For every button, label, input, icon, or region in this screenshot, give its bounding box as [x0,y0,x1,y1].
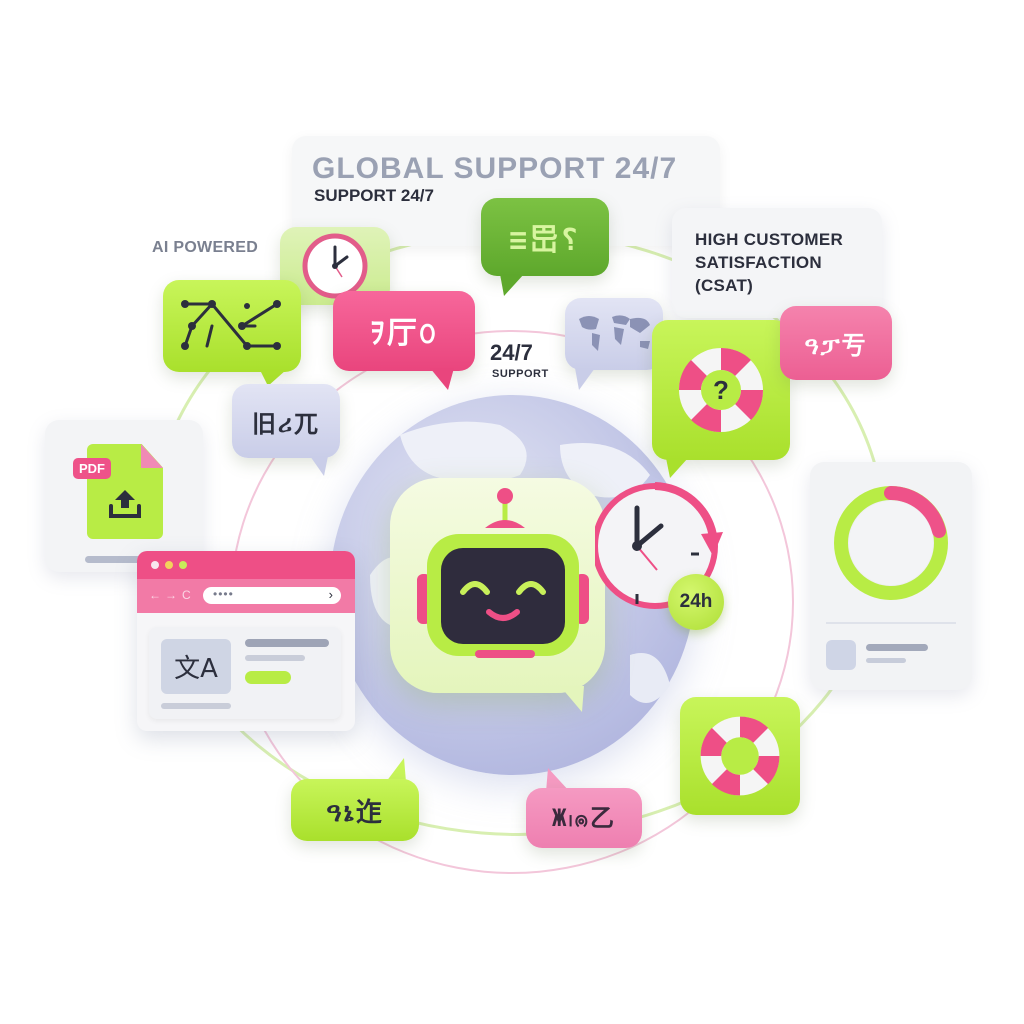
pdf-upload-card: PDF [45,420,203,572]
script-glyph: Ж၊ၐ乙 [552,804,616,832]
ai-powered-label: AI POWERED [152,239,259,256]
script-glyph: 旧ሪ兀 [251,409,321,438]
text-line [866,644,928,651]
text-line [866,658,906,663]
bubble-tail [386,758,406,782]
support-247-label: 24/7 [490,340,533,365]
translate-icon: 文A [161,639,231,694]
reload-button[interactable]: C [182,588,191,602]
support-label: SUPPORT [492,368,549,380]
browser-titlebar [137,551,355,579]
text-line [245,655,305,661]
window-dot [165,561,173,569]
circuit-icon [181,300,281,350]
go-button[interactable]: › [328,587,333,602]
bubble-tail [310,456,328,476]
browser-content: 文A [149,627,341,719]
csat-card [672,208,882,318]
forward-button[interactable]: → [165,588,177,602]
script-glyph: ≡岊⸮ [508,223,582,258]
divider [826,622,956,624]
avatar-placeholder [826,640,856,670]
24h-badge: 24h [668,574,724,630]
text-line [245,639,329,647]
csat-chart-card [810,462,972,690]
address-bar[interactable]: •••• › [203,587,341,604]
bubble-tail [575,368,595,390]
upload-icon [109,490,141,518]
bubble-help: ? [652,320,790,460]
address-text: •••• [213,587,234,601]
robot-icon [417,488,589,658]
browser-toolbar: ← → C •••• › [137,579,355,613]
bubble-lifebuoy [680,697,800,815]
bubble-pink-script: ｦ厅௦ [333,291,475,371]
page-title: GLOBAL SUPPORT 24/7 [312,152,678,185]
svg-text:?: ? [713,375,729,405]
bubble-lavender-script: 旧ሪ兀 [232,384,340,458]
bubble-tail [666,458,688,478]
csat-label: HIGH CUSTOMER SATISFACTION (CSAT) [695,230,844,295]
script-glyph: ዓኔ迮 [326,797,384,828]
browser-window: ← → C •••• › 文A [137,551,355,731]
window-dot [179,561,187,569]
bubble-top-green: ≡岊⸮ [481,198,609,276]
bubble-tail [560,686,584,712]
bubble-tail [500,274,524,296]
bubble-lime-bottom: ዓኔ迮 [291,779,419,841]
bubble-circuit [163,280,301,372]
text-line [161,703,231,709]
bubble-tail [430,368,454,390]
world-map-icon [579,315,650,351]
bubble-tail [260,370,286,386]
bubble-map [565,298,663,370]
window-dot [151,561,159,569]
clock-icon [302,233,368,299]
bubble-pink-right: ዓፓ亐 [780,306,892,380]
bubble-pink-bottom: Ж၊ၐ乙 [526,788,642,848]
script-glyph: ｦ厅௦ [369,315,439,351]
text-line [85,556,165,563]
donut-chart-icon [834,486,948,600]
script-glyph: ዓፓ亐 [804,331,868,360]
pdf-badge: PDF [73,458,111,479]
lifebuoy-icon [700,716,780,796]
back-button[interactable]: ← [149,588,161,602]
lifebuoy-icon: ? [678,347,764,433]
translate-action-button[interactable] [245,671,291,684]
page-subtitle: SUPPORT 24/7 [314,186,434,205]
